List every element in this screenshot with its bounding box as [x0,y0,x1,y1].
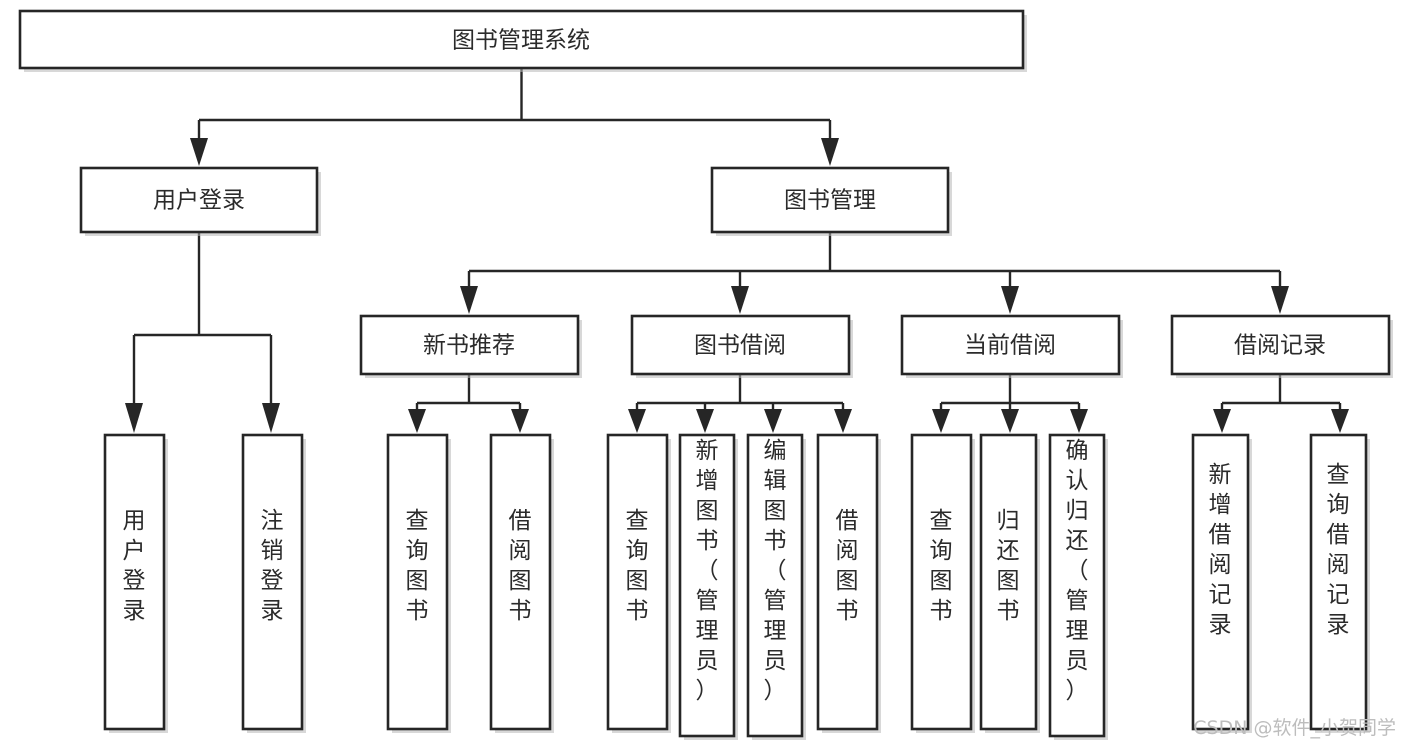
leaf-add-record[interactable]: 新增借阅记录 [1191,433,1252,733]
node-book-manage-label: 图书管理 [784,188,876,214]
arrow-head-leaf-edit-book [764,409,782,433]
arrow-head-leaf-query-record [1331,409,1349,433]
node-user-login-label: 用户登录 [153,188,245,214]
leaf-add-book-label: 新增图书（管理员） [696,438,719,704]
node-new-book-recommend-label: 新书推荐 [423,333,515,359]
arrow-head-leaf-query-book-1 [408,409,426,433]
arrow-head-leaf-borrow-book-2 [834,409,852,433]
node-user-login[interactable]: 用户登录 [79,166,321,236]
node-current-borrow-label: 当前借阅 [964,333,1056,359]
leaf-query-book-3-box[interactable] [910,433,973,731]
node-current-borrow-box[interactable] [900,314,1121,376]
node-book-manage-box[interactable] [710,166,950,234]
watermark-credit: CSDN @软件_小贺同学 [1193,717,1396,739]
leaf-return-book-box[interactable] [979,433,1038,731]
arrow-head-book-manage [821,138,839,166]
node-borrow-record-label: 借阅记录 [1234,333,1326,359]
leaf-borrow-book-2[interactable]: 借阅图书 [816,433,881,733]
edge-group-book-manage [460,232,1289,314]
arrow-head-leaf-return-book [1001,409,1019,433]
node-user-login-box[interactable] [79,166,319,234]
node-new-book-recommend[interactable]: 新书推荐 [359,314,582,378]
arrow-head-book-borrow [731,286,749,314]
leaf-query-record[interactable]: 查询借阅记录 [1309,433,1370,733]
arrow-head-leaf-borrow-book-1 [511,409,529,433]
arrow-head-leaf-user-login [125,403,143,433]
node-book-borrow[interactable]: 图书借阅 [630,314,853,378]
node-borrow-record[interactable]: 借阅记录 [1170,314,1393,378]
edge-group-current-borrow [932,374,1088,433]
leaf-user-login-label: 用户登录 [123,508,146,624]
leaf-add-record-label: 新增借阅记录 [1209,462,1232,638]
leaf-query-record-box[interactable] [1309,433,1368,731]
leaf-borrow-book-1[interactable]: 借阅图书 [489,433,554,733]
edge-group-root [190,68,839,166]
node-borrow-record-box[interactable] [1170,314,1391,376]
leaf-confirm-return[interactable]: 确认归还（管理员） [1048,433,1108,740]
leaf-query-book-3[interactable]: 查询图书 [910,433,975,733]
leaf-add-record-box[interactable] [1191,433,1250,731]
node-book-borrow-label: 图书借阅 [694,333,786,359]
leaf-confirm-return-label: 确认归还（管理员） [1066,438,1089,704]
node-root[interactable]: 图书管理系统 [18,9,1027,72]
leaf-borrow-book-1-box[interactable] [489,433,552,731]
leaf-confirm-return-box[interactable] [1048,433,1106,738]
arrow-head-leaf-query-book-2 [628,409,646,433]
node-book-borrow-box[interactable] [630,314,851,376]
leaf-logout-box[interactable] [241,433,304,731]
leaf-query-record-label: 查询借阅记录 [1327,462,1350,638]
leaf-add-book[interactable]: 新增图书（管理员） [678,433,738,740]
leaf-query-book-2-label: 查询图书 [626,508,649,624]
leaf-edit-book[interactable]: 编辑图书（管理员） [746,433,806,740]
arrow-head-current-borrow [1001,286,1019,314]
arrow-head-new-book-recommend [460,286,478,314]
arrow-head-leaf-confirm-return [1070,409,1088,433]
leaf-user-login[interactable]: 用户登录 [103,433,168,733]
node-book-manage[interactable]: 图书管理 [710,166,952,236]
arrow-head-leaf-add-book [696,409,714,433]
arrow-head-borrow-record [1271,286,1289,314]
leaf-query-book-2-box[interactable] [606,433,669,731]
leaf-return-book-label: 归还图书 [997,508,1020,624]
leaf-query-book-3-label: 查询图书 [930,508,953,624]
leaf-edit-book-label: 编辑图书（管理员） [764,438,787,704]
arrow-head-leaf-logout [262,403,280,433]
leaf-query-book-1-label: 查询图书 [406,508,429,624]
leaf-logout-label: 注销登录 [261,508,284,624]
leaf-query-book-2[interactable]: 查询图书 [606,433,671,733]
leaf-query-book-1-box[interactable] [386,433,449,731]
node-new-book-recommend-box[interactable] [359,314,580,376]
node-root-box[interactable] [18,9,1025,70]
node-current-borrow[interactable]: 当前借阅 [900,314,1123,378]
leaf-borrow-book-2-label: 借阅图书 [836,508,859,624]
arrow-head-user-login [190,138,208,166]
edge-group-user-login [125,232,280,433]
leaf-add-book-box[interactable] [678,433,736,738]
leaf-borrow-book-1-label: 借阅图书 [509,508,532,624]
arrow-head-leaf-query-book-3 [932,409,950,433]
leaf-logout[interactable]: 注销登录 [241,433,306,733]
leaf-return-book[interactable]: 归还图书 [979,433,1040,733]
leaf-query-book-1[interactable]: 查询图书 [386,433,451,733]
edge-group-book-borrow [628,374,852,433]
leaf-borrow-book-2-box[interactable] [816,433,879,731]
edge-group-new-book-recommend [408,374,529,433]
arrow-head-leaf-add-record [1213,409,1231,433]
edge-group-borrow-record [1213,374,1349,433]
leaf-edit-book-box[interactable] [746,433,804,738]
node-root-label: 图书管理系统 [452,28,590,54]
leaf-user-login-box[interactable] [103,433,166,731]
